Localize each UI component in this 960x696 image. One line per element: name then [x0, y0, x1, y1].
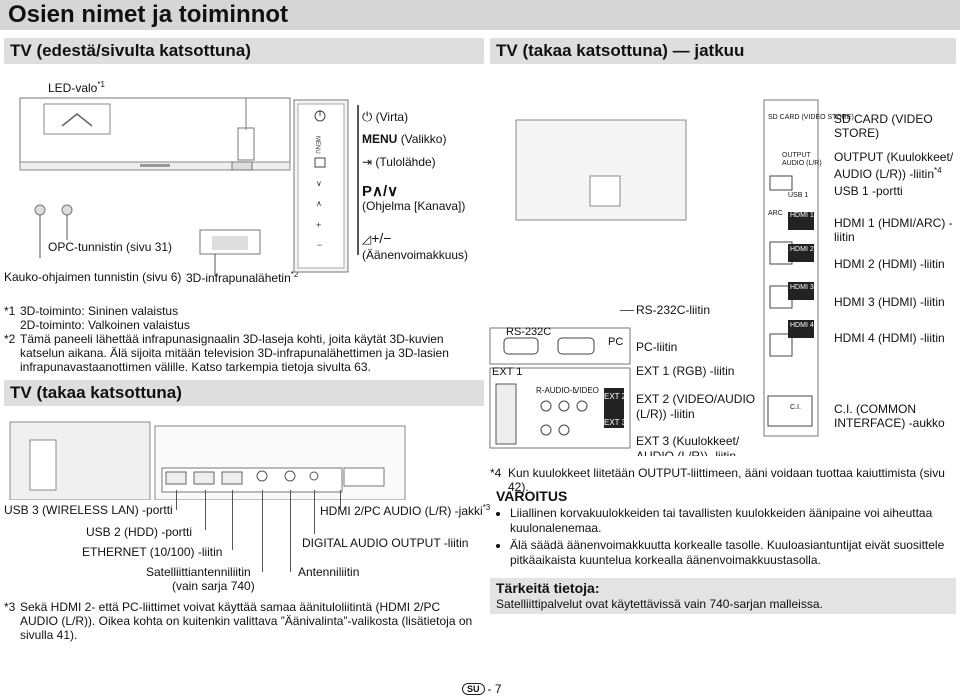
- page-number: SU - 7: [462, 682, 502, 696]
- port-hdmi1: HDMI 1: [790, 212, 814, 219]
- power-button-label: ⏻ (Virta): [362, 109, 409, 124]
- ci-label: C.I. (COMMON INTERFACE) -aukko: [834, 402, 945, 430]
- port-rs232c: RS-232C: [506, 326, 552, 338]
- important-text: Satelliittipalvelut ovat käytettävissä v…: [496, 597, 823, 611]
- digital-audio-label: DIGITAL AUDIO OUTPUT -liitin: [302, 536, 469, 550]
- hdmi3-label: HDMI 3 (HDMI) -liitin: [834, 295, 945, 309]
- port-hdmi4: HDMI 4: [790, 322, 814, 329]
- input-button-label: ⇥ (Tulolähde): [362, 155, 436, 169]
- important-title: Tärkeitä tietoja:: [496, 580, 600, 596]
- usb1-label: USB 1 -portti: [834, 184, 903, 198]
- input-icon: ⇥: [362, 155, 373, 169]
- port-sd: SD CARD (VIDEO STORE): [768, 114, 854, 121]
- warning-item: Älä säädä äänenvoimakkuutta korkealle ta…: [510, 538, 954, 568]
- rear-section-title: TV (takaa katsottuna): [10, 383, 182, 402]
- warning-list: Liiallinen korvakuulokkeiden tai tavalli…: [494, 506, 954, 570]
- port-hdmi3: HDMI 3: [790, 284, 814, 291]
- port-ext1: EXT 1: [492, 366, 523, 378]
- program-button-desc: (Ohjelma [Kanava]): [362, 199, 466, 213]
- ext1-label: EXT 1 (RGB) -liitin: [636, 364, 735, 378]
- important-box: Tärkeitä tietoja: Satelliittipalvelut ov…: [490, 578, 956, 614]
- rear-tv-diagram: [9, 421, 406, 500]
- port-pc: PC: [608, 336, 624, 348]
- hdmi2-label: HDMI 2 (HDMI) -liitin: [834, 257, 945, 271]
- port-ext3: EXT 3: [604, 418, 627, 427]
- menu-button-label: MENU (Valikko): [362, 132, 447, 146]
- opc-sensor-label: OPC-tunnistin (sivu 31): [48, 240, 173, 254]
- page-title-bar: [0, 0, 960, 30]
- side-button-panel: MENU ∨ ∧ + −: [293, 99, 349, 273]
- port-ci: C.I.: [790, 404, 801, 411]
- port-r-audio-l: R-AUDIO-L: [536, 386, 577, 395]
- front-section-title: TV (edestä/sivulta katsottuna): [10, 41, 251, 60]
- usb3-label: USB 3 (WIRELESS LAN) -portti: [4, 503, 173, 517]
- svg-text:MENU: MENU: [314, 136, 320, 154]
- pc-label: PC-liitin: [636, 340, 678, 354]
- volume-button-desc: (Äänenvoimakkuus): [362, 248, 469, 262]
- rear-cont-diagram: [489, 119, 687, 449]
- hdmi1-label: HDMI 1 (HDMI/ARC) -liitin: [834, 216, 953, 244]
- port-arc: ARC: [768, 210, 783, 217]
- port-usb1: USB 1: [788, 192, 809, 199]
- volume-icon: ◿: [362, 232, 372, 246]
- section-header-rear: [4, 380, 484, 406]
- port-output: OUTPUT: [782, 152, 811, 159]
- port-ext2: EXT 2: [604, 392, 627, 401]
- led-label: LED-valo*1: [48, 80, 105, 95]
- svg-text:∨: ∨: [316, 179, 322, 188]
- sat-sub-label: (vain sarja 740): [172, 579, 255, 593]
- hdmi2pc-label: HDMI 2/PC AUDIO (L/R) -jakki*3: [320, 503, 491, 518]
- section-header-front: [4, 38, 484, 64]
- svg-text:−: −: [317, 240, 322, 250]
- usb2-label: USB 2 (HDD) -portti: [86, 525, 193, 539]
- lang-badge: SU: [462, 683, 485, 695]
- side-connector-panel: [763, 99, 819, 437]
- sd-card-label: SD CARD (VIDEO STORE): [834, 112, 933, 140]
- port-hdmi2: HDMI 2: [790, 246, 814, 253]
- section-header-rear-cont: [490, 38, 956, 64]
- remote-sensor-label: Kauko-ohjaimen tunnistin (sivu 6): [4, 270, 182, 284]
- warning-item: Liiallinen korvakuulokkeiden tai tavalli…: [510, 506, 954, 536]
- rs232c-label: RS-232C-liitin: [636, 303, 711, 317]
- ext2-label: EXT 2 (VIDEO/AUDIO (L/R)) -liitin: [636, 392, 756, 421]
- ext3-label: EXT 3 (Kuulokkeet/ AUDIO (L/R)) -liitin: [636, 434, 740, 456]
- antenna-label: Antenniliitin: [298, 565, 360, 579]
- port-audio-lr: AUDIO (L/R): [782, 160, 822, 167]
- output-label: OUTPUT (Kuulokkeet/ AUDIO (L/R)) -liitin…: [834, 150, 954, 181]
- ethernet-label: ETHERNET (10/100) -liitin: [82, 545, 223, 559]
- port-video: VIDEO: [574, 386, 599, 395]
- svg-text:+: +: [316, 220, 321, 230]
- sat-label: Satelliittiantenniliitin: [146, 565, 251, 579]
- svg-text:∧: ∧: [316, 199, 322, 208]
- warning-title: VAROITUS: [496, 488, 568, 504]
- rear-cont-section-title: TV (takaa katsottuna) — jatkuu: [496, 41, 745, 60]
- volume-button-label: ◿+/−: [362, 230, 392, 246]
- front-tv-diagram: [19, 97, 291, 276]
- hdmi4-label: HDMI 4 (HDMI) -liitin: [834, 331, 945, 345]
- ir3d-label: 3D-infrapunalähetin*2: [186, 270, 299, 285]
- page-title: Osien nimet ja toiminnot: [8, 1, 289, 28]
- program-button-label: P∧/∨: [362, 183, 399, 200]
